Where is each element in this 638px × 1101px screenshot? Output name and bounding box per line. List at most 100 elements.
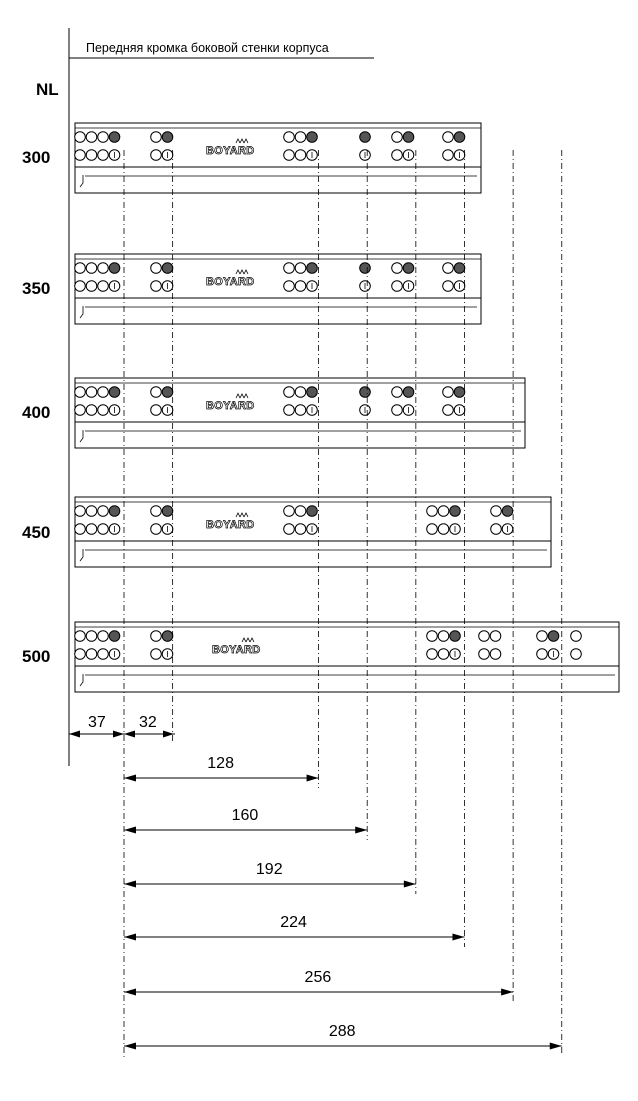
nl-heading: NL — [36, 80, 59, 99]
mounting-hole — [97, 149, 109, 161]
mounting-hole — [442, 131, 454, 143]
guide-lines — [123, 150, 563, 1060]
dimension-arrow-start — [124, 933, 136, 941]
mounting-hole — [283, 523, 295, 535]
mounting-hole — [108, 131, 121, 143]
mounting-hole — [536, 630, 548, 642]
mounting-hole — [359, 262, 371, 274]
dimension-label-224: 224 — [280, 914, 307, 931]
mounting-hole — [391, 386, 403, 398]
mounting-hole — [85, 404, 98, 416]
mounting-hole — [97, 386, 109, 398]
mounting-hole — [74, 648, 86, 660]
mounting-hole — [74, 280, 86, 292]
mounting-hole — [437, 523, 450, 535]
dimension-arrow-start — [124, 880, 136, 888]
mounting-hole — [85, 280, 98, 292]
mounting-hole — [74, 505, 86, 517]
mounting-hole — [85, 262, 98, 274]
mounting-hole — [150, 523, 162, 535]
mounting-hole — [391, 280, 403, 292]
mounting-hole — [426, 648, 438, 660]
mounting-hole — [294, 280, 307, 292]
mounting-hole — [74, 386, 86, 398]
boyard-logo-mark — [241, 637, 255, 643]
mounting-hole — [283, 280, 295, 292]
mounting-hole — [437, 505, 450, 517]
mounting-hole — [150, 648, 162, 660]
mounting-hole — [97, 523, 109, 535]
mounting-hole — [294, 523, 307, 535]
offset-label-37: 37 — [88, 714, 106, 731]
mounting-hole — [294, 131, 307, 143]
mounting-hole — [501, 505, 514, 517]
mounting-hole — [283, 149, 295, 161]
mounting-hole — [161, 505, 174, 517]
mounting-hole — [283, 505, 295, 517]
mounting-hole — [283, 131, 295, 143]
dimension-arrow-end — [403, 880, 416, 888]
rail-lower-profile — [74, 665, 620, 693]
mounting-hole — [97, 404, 109, 416]
mounting-hole — [161, 131, 174, 143]
mounting-hole — [306, 505, 318, 517]
nl-label-500: 500 — [22, 647, 50, 666]
mounting-hole — [442, 404, 454, 416]
mounting-hole — [478, 648, 490, 660]
boyard-logo: BOYARD — [206, 276, 254, 288]
mounting-hole — [426, 523, 438, 535]
boyard-logo: BOYARD — [206, 519, 254, 531]
mounting-hole — [453, 386, 466, 398]
dimension-arrow-end — [355, 826, 368, 834]
front-edge-caption: Передняя кромка боковой стенки корпуса — [86, 41, 329, 55]
mounting-hole — [108, 505, 121, 517]
mounting-hole — [294, 149, 307, 161]
mounting-hole — [449, 505, 461, 517]
dimension-label-256: 256 — [305, 969, 332, 986]
mounting-hole — [402, 262, 415, 274]
mounting-hole — [74, 630, 86, 642]
mounting-hole — [283, 262, 295, 274]
mounting-hole — [85, 630, 98, 642]
dimension-arrow-end — [549, 1042, 562, 1050]
mounting-hole — [97, 648, 109, 660]
mounting-hole — [536, 648, 548, 660]
mounting-hole — [108, 386, 121, 398]
nl-label-300: 300 — [22, 148, 50, 167]
offset-dimensions: 37 32 — [69, 714, 175, 738]
mounting-hole — [570, 630, 582, 642]
mounting-hole — [402, 131, 415, 143]
mounting-hole — [74, 262, 86, 274]
mounting-hole — [97, 280, 109, 292]
mounting-hole — [391, 404, 403, 416]
mounting-hole — [391, 149, 403, 161]
mounting-hole — [85, 523, 98, 535]
dimension-arrow-end — [501, 988, 514, 996]
rail-lower-profile — [74, 421, 526, 449]
offset-label-32: 32 — [139, 714, 157, 731]
mounting-hole — [306, 262, 318, 274]
rail-body — [74, 253, 482, 303]
mounting-hole — [85, 648, 98, 660]
dimension-label-128: 128 — [207, 755, 234, 772]
mounting-hole — [426, 630, 438, 642]
rail-hook — [79, 674, 84, 687]
boyard-logo-mark — [235, 138, 249, 144]
mounting-hole — [402, 386, 415, 398]
mounting-hole — [85, 131, 98, 143]
mounting-hole — [85, 149, 98, 161]
mounting-hole — [426, 505, 438, 517]
mounting-hole — [161, 262, 174, 274]
boyard-logo: BOYARD — [212, 644, 260, 656]
dimension-arrow-end — [452, 933, 465, 941]
mounting-hole — [478, 630, 490, 642]
mounting-hole — [283, 386, 295, 398]
boyard-logo: BOYARD — [206, 400, 254, 412]
dimension-arrow-start — [124, 988, 136, 996]
dimension-arrow-start — [124, 1042, 136, 1050]
